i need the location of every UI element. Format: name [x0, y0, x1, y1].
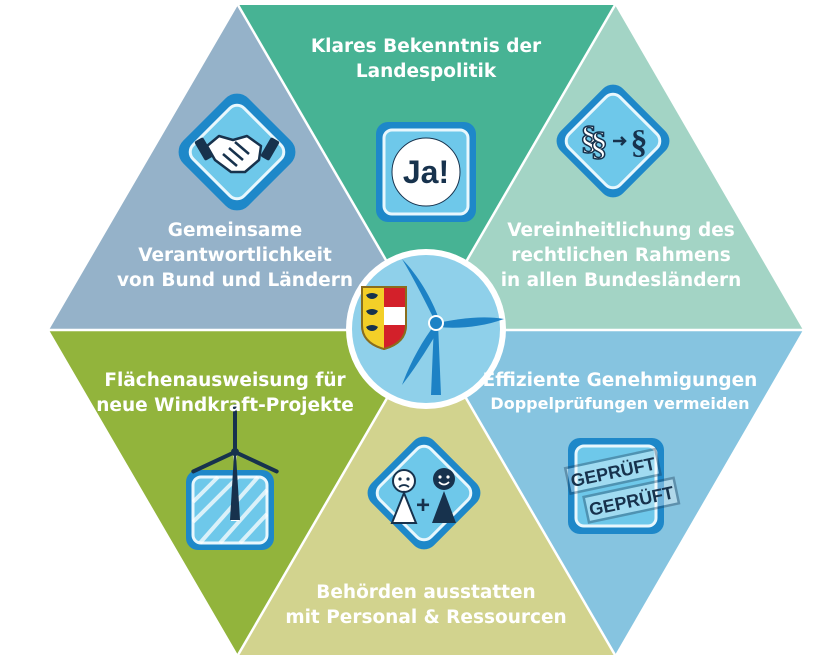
label-top: Klares Bekenntnis der Landespolitik — [291, 34, 561, 84]
handshake-icon — [178, 93, 296, 211]
label-bottom-right-subline: Doppelprüfungen vermeiden — [490, 394, 750, 413]
label-top-line-1: Klares Bekenntnis der — [310, 36, 542, 57]
stamp-icon: GEPRÜFT GEPRÜFT — [563, 438, 681, 534]
label-bottom-left-line-1: Flächenausweisung für — [104, 370, 346, 391]
label-top-left-line-2: Verantwortlichkeit — [138, 245, 332, 266]
paragraph-symbol-outline: § — [581, 120, 598, 157]
plus-symbol: + — [416, 492, 430, 519]
label-top-line-2: Landespolitik — [355, 61, 497, 82]
ja-icon: Ja! — [376, 122, 476, 222]
coat-of-arms-icon — [361, 286, 407, 351]
paragraph-symbol-outline-2: § — [591, 126, 608, 163]
label-top-right-line-2: rechtlichen Rahmens — [511, 245, 731, 266]
label-bottom-left: Flächenausweisung für neue Windkraft-Pro… — [80, 368, 370, 418]
label-top-left-line-1: Gemeinsame — [167, 220, 303, 241]
label-top-right-line-1: Vereinheitlichung des — [507, 220, 735, 241]
center-turbine-icon — [402, 259, 504, 395]
label-bottom-right: Effiziente Genehmigungen Doppelprüfungen… — [480, 368, 760, 415]
label-bottom-line-1: Behörden ausstatten — [316, 582, 536, 603]
label-bottom-line-2: mit Personal & Ressourcen — [285, 607, 567, 628]
people-icon: + — [367, 436, 481, 550]
label-top-right: Vereinheitlichung des rechtlichen Rahmen… — [496, 218, 746, 293]
paragraph-icon: § § § — [556, 84, 670, 198]
label-bottom-left-line-2: neue Windkraft-Projekte — [96, 395, 354, 416]
label-top-right-line-3: in allen Bundesländern — [500, 270, 742, 291]
ja-label: Ja! — [403, 154, 449, 190]
paragraph-symbol-solid: § — [631, 124, 648, 161]
label-bottom-right-line-1: Effiziente Genehmigungen — [482, 370, 758, 391]
label-bottom: Behörden ausstatten mit Personal & Resso… — [276, 580, 576, 630]
label-top-left-line-3: von Bund und Ländern — [116, 270, 354, 291]
wind-turbine-icon — [186, 404, 279, 550]
label-top-left: Gemeinsame Verantwortlichkeit von Bund u… — [110, 218, 360, 293]
center-emblem — [346, 249, 506, 409]
